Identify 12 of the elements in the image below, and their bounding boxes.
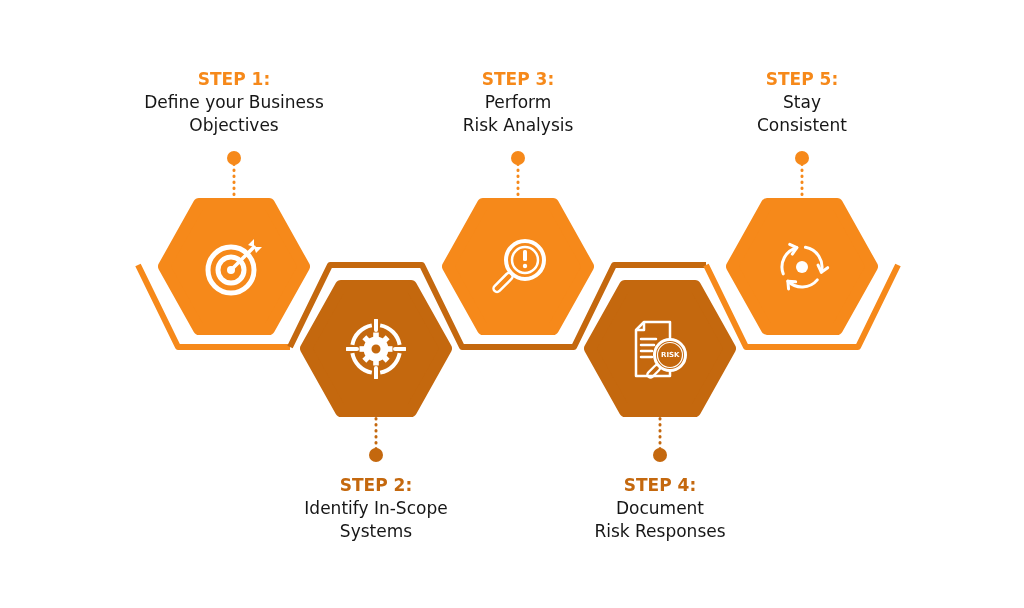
leader-line (369, 415, 383, 462)
step-number: STEP 3: (481, 68, 555, 91)
leader-line (653, 415, 667, 462)
step-number: STEP 5: (765, 68, 839, 91)
step-title: Identify In-Scope Systems (304, 497, 448, 543)
step-number: STEP 1: (197, 68, 271, 91)
step-title: Define your Business Objectives (144, 91, 324, 137)
step-title: Perform Risk Analysis (462, 91, 574, 137)
step-title: Document Risk Responses (594, 497, 726, 543)
step-number: STEP 4: (623, 474, 697, 497)
step-title: Stay Consistent (756, 91, 847, 137)
step-number: STEP 2: (339, 474, 413, 497)
